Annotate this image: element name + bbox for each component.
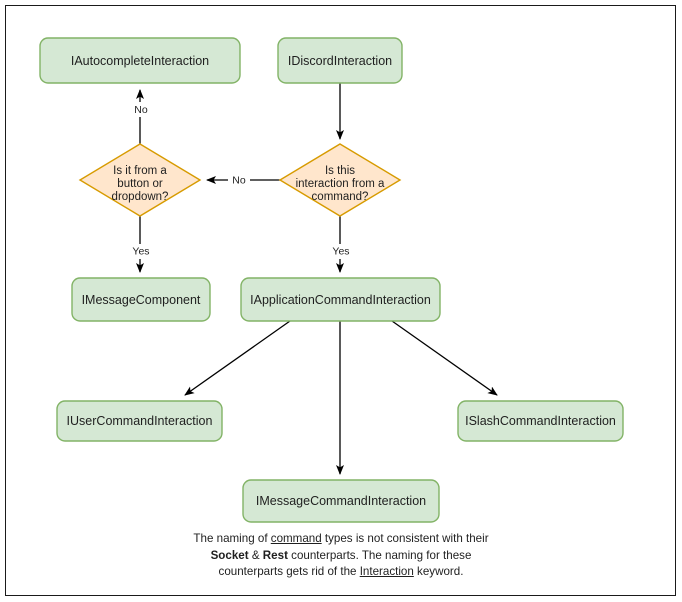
footnote-line3-part-b: keyword. (413, 565, 464, 578)
node-message-component[interactable]: IMessageComponent (71, 277, 211, 322)
node-label-discord: IDiscordInteraction (288, 54, 392, 68)
footnote-interaction-keyword: Interaction (359, 565, 414, 578)
edge-command-no-to-button: No (206, 172, 280, 187)
node-user-command-interaction[interactable]: IUserCommandInteraction (56, 400, 223, 442)
node-label-autocomplete: IAutocompleteInteraction (71, 54, 209, 68)
footnote-ampersand: & (248, 548, 263, 562)
node-label-message-command: IMessageCommandInteraction (256, 494, 426, 508)
edge-appcmd-to-usercmd (184, 320, 291, 396)
node-label-slash-command: ISlashCommandInteraction (465, 414, 616, 428)
edge-label-no-command: No (232, 174, 246, 186)
node-label-application-command: IApplicationCommandInteraction (250, 293, 431, 307)
edge-label-yes-button: Yes (132, 245, 149, 257)
edge-label-yes-command: Yes (332, 245, 349, 257)
diamond-label-command-line1: Is this (325, 165, 355, 177)
footnote-line2-rest: counterparts. The naming for these (287, 548, 472, 562)
edge-command-yes-to-appcmd: Yes (328, 216, 354, 273)
diamond-label-button-line3: dropdown? (112, 191, 169, 203)
edge-appcmd-to-slashcmd (391, 320, 498, 396)
edge-button-no-to-autocomplete: No (130, 89, 152, 144)
node-message-command-interaction[interactable]: IMessageCommandInteraction (242, 479, 440, 523)
edge-button-yes-to-component: Yes (128, 216, 154, 273)
footnote-line3-part-a: counterparts gets rid of the (218, 565, 360, 578)
node-autocomplete-interaction[interactable]: IAutocompleteInteraction (39, 37, 241, 84)
node-label-user-command: IUserCommandInteraction (67, 414, 213, 428)
node-slash-command-interaction[interactable]: ISlashCommandInteraction (457, 400, 624, 442)
page-border (5, 5, 676, 596)
diamond-label-command-line2: interaction from a (296, 178, 385, 190)
node-application-command-interaction[interactable]: IApplicationCommandInteraction (240, 277, 441, 322)
diamond-label-button-line1: Is it from a (113, 165, 167, 177)
footnote-rest-keyword: Rest (262, 548, 288, 562)
node-label-message-component: IMessageComponent (82, 293, 201, 307)
footnote-socket-keyword: Socket (210, 548, 249, 562)
footnote-command-keyword: command (270, 532, 322, 545)
footnote-text: The naming of command types is not consi… (110, 531, 572, 581)
node-decision-from-command[interactable]: Is this interaction from a command? (278, 143, 402, 217)
edge-label-no-button: No (134, 104, 148, 116)
diamond-label-button-line2: button or (117, 178, 163, 190)
diamond-label-command-line3: command? (312, 191, 369, 203)
node-discord-interaction[interactable]: IDiscordInteraction (277, 37, 403, 84)
footnote-line1-part-a: The naming of (193, 532, 271, 545)
node-decision-from-button-or-dropdown[interactable]: Is it from a button or dropdown? (78, 143, 202, 217)
footnote-line1-part-b: types is not consistent with their (321, 532, 489, 545)
